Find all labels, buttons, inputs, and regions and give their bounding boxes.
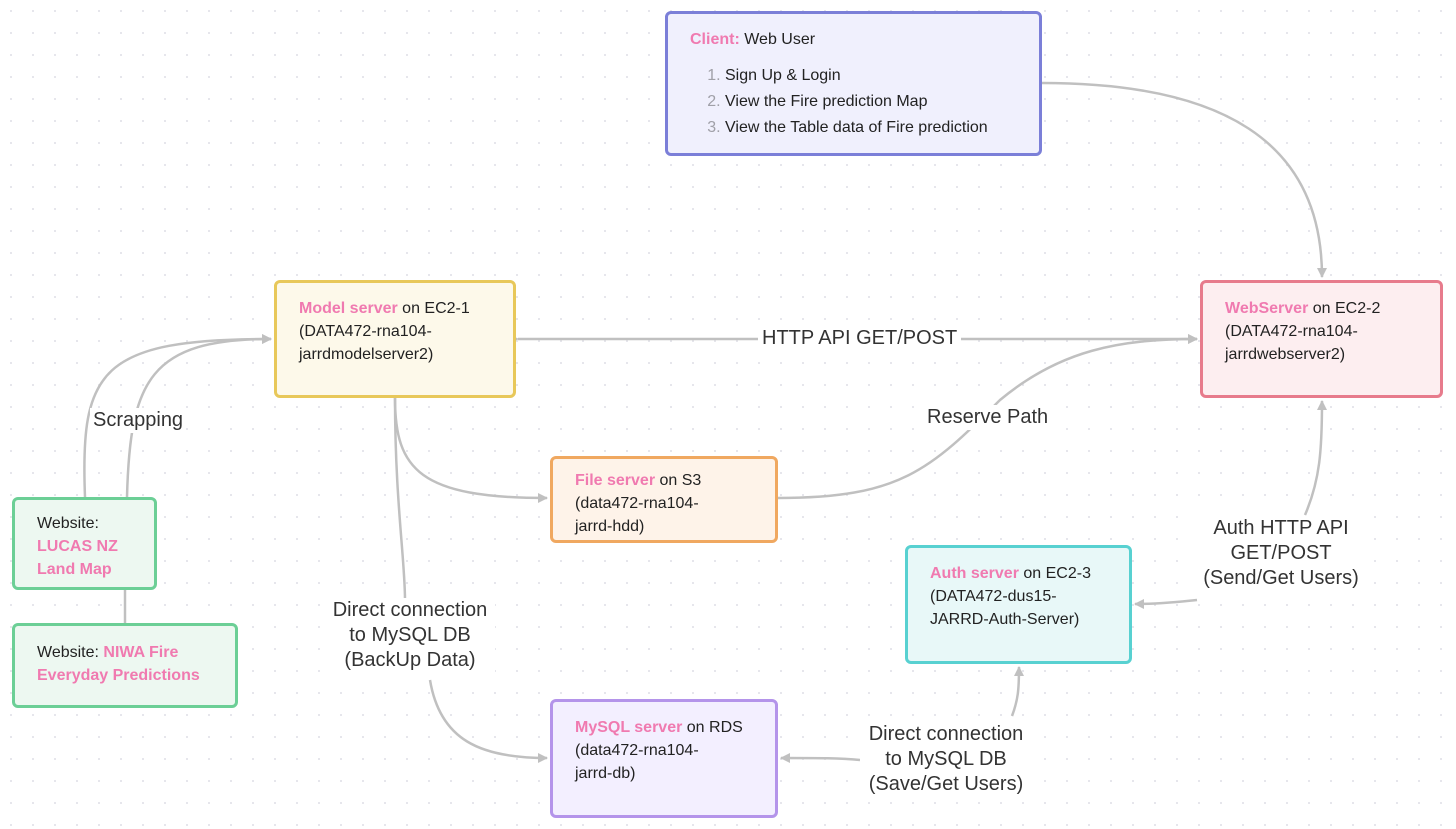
edge-label-direct-users: Direct connection to MySQL DB (Save/Get … — [860, 722, 1032, 797]
web-server-id-2: jarrdwebserver2) — [1225, 346, 1346, 363]
file-server-location: on S3 — [659, 472, 702, 489]
mysql-server-id-2: jarrd-db) — [575, 765, 636, 782]
edge-auth-to-mysql-up — [1010, 666, 1024, 717]
mysql-server-location: on RDS — [686, 719, 743, 736]
model-server-location: on EC2-1 — [402, 300, 470, 317]
lucas-website-prefix: Website: — [37, 515, 99, 532]
file-server-id-2: jarrd-hdd) — [575, 518, 645, 535]
edge-auth-api-to-auth — [1134, 598, 1198, 609]
edge-label-http-api: HTTP API GET/POST — [758, 326, 962, 351]
web-server-name: WebServer — [1225, 300, 1309, 317]
client-steps: Sign Up & Login View the Fire prediction… — [690, 63, 1017, 141]
edge-label-auth-api: Auth HTTP API GET/POST (Send/Get Users) — [1196, 516, 1366, 591]
edge-label-reserve-path: Reserve Path — [923, 405, 1053, 430]
web-server-node[interactable]: WebServer on EC2-2 (DATA472-rna104- jarr… — [1200, 280, 1443, 398]
auth-server-location: on EC2-3 — [1023, 565, 1091, 582]
lucas-website-node[interactable]: Website: LUCAS NZ Land Map — [12, 497, 157, 590]
file-server-node[interactable]: File server on S3 (data472-rna104- jarrd… — [550, 456, 778, 543]
niwa-website-name-2: Everyday Predictions — [37, 667, 200, 684]
model-server-id-2: jarrdmodelserver2) — [299, 346, 434, 363]
auth-server-node[interactable]: Auth server on EC2-3 (DATA472-dus15- JAR… — [905, 545, 1132, 664]
edge-auth-to-webserver — [1303, 400, 1327, 516]
file-server-id-1: (data472-rna104- — [575, 495, 699, 512]
edge-label-direct-backup: Direct connection to MySQL DB (BackUp Da… — [325, 598, 495, 673]
client-title: Web User — [744, 31, 816, 48]
mysql-server-id-1: (data472-rna104- — [575, 742, 699, 759]
client-step: Sign Up & Login — [725, 63, 1017, 89]
auth-server-id-2: JARRD-Auth-Server) — [930, 611, 1080, 628]
edge-label-scrapping: Scrapping — [90, 408, 187, 433]
edge-scrapping-2 — [125, 334, 272, 498]
web-server-id-1: (DATA472-rna104- — [1225, 323, 1358, 340]
edge-auth-to-mysql — [780, 753, 861, 764]
auth-server-id-1: (DATA472-dus15- — [930, 588, 1057, 605]
edge-model-to-mysql — [393, 397, 547, 758]
mysql-server-node[interactable]: MySQL server on RDS (data472-rna104- jar… — [550, 699, 778, 818]
edge-model-to-file — [393, 397, 548, 503]
auth-server-name: Auth server — [930, 565, 1019, 582]
client-step: View the Fire prediction Map — [725, 89, 1017, 115]
client-node[interactable]: Client: Web User Sign Up & Login View th… — [665, 11, 1042, 156]
lucas-website-name-2: Land Map — [37, 561, 112, 578]
edge-client-to-webserver — [1041, 81, 1327, 278]
model-server-node[interactable]: Model server on EC2-1 (DATA472-rna104- j… — [274, 280, 516, 398]
model-server-name: Model server — [299, 300, 398, 317]
file-server-name: File server — [575, 472, 656, 489]
niwa-website-node[interactable]: Website: NIWA Fire Everyday Predictions — [12, 623, 238, 708]
model-server-id-1: (DATA472-rna104- — [299, 323, 432, 340]
edge-reserve-path — [777, 334, 1198, 500]
edge-scrapping-1 — [83, 334, 272, 498]
niwa-website-prefix: Website: — [37, 644, 99, 661]
client-role: Client: — [690, 31, 740, 48]
client-step: View the Table data of Fire prediction — [725, 115, 1017, 141]
lucas-website-name-1: LUCAS NZ — [37, 538, 118, 555]
web-server-location: on EC2-2 — [1312, 300, 1381, 317]
mysql-server-name: MySQL server — [575, 719, 683, 736]
niwa-website-name-1: NIWA Fire — [103, 644, 179, 661]
